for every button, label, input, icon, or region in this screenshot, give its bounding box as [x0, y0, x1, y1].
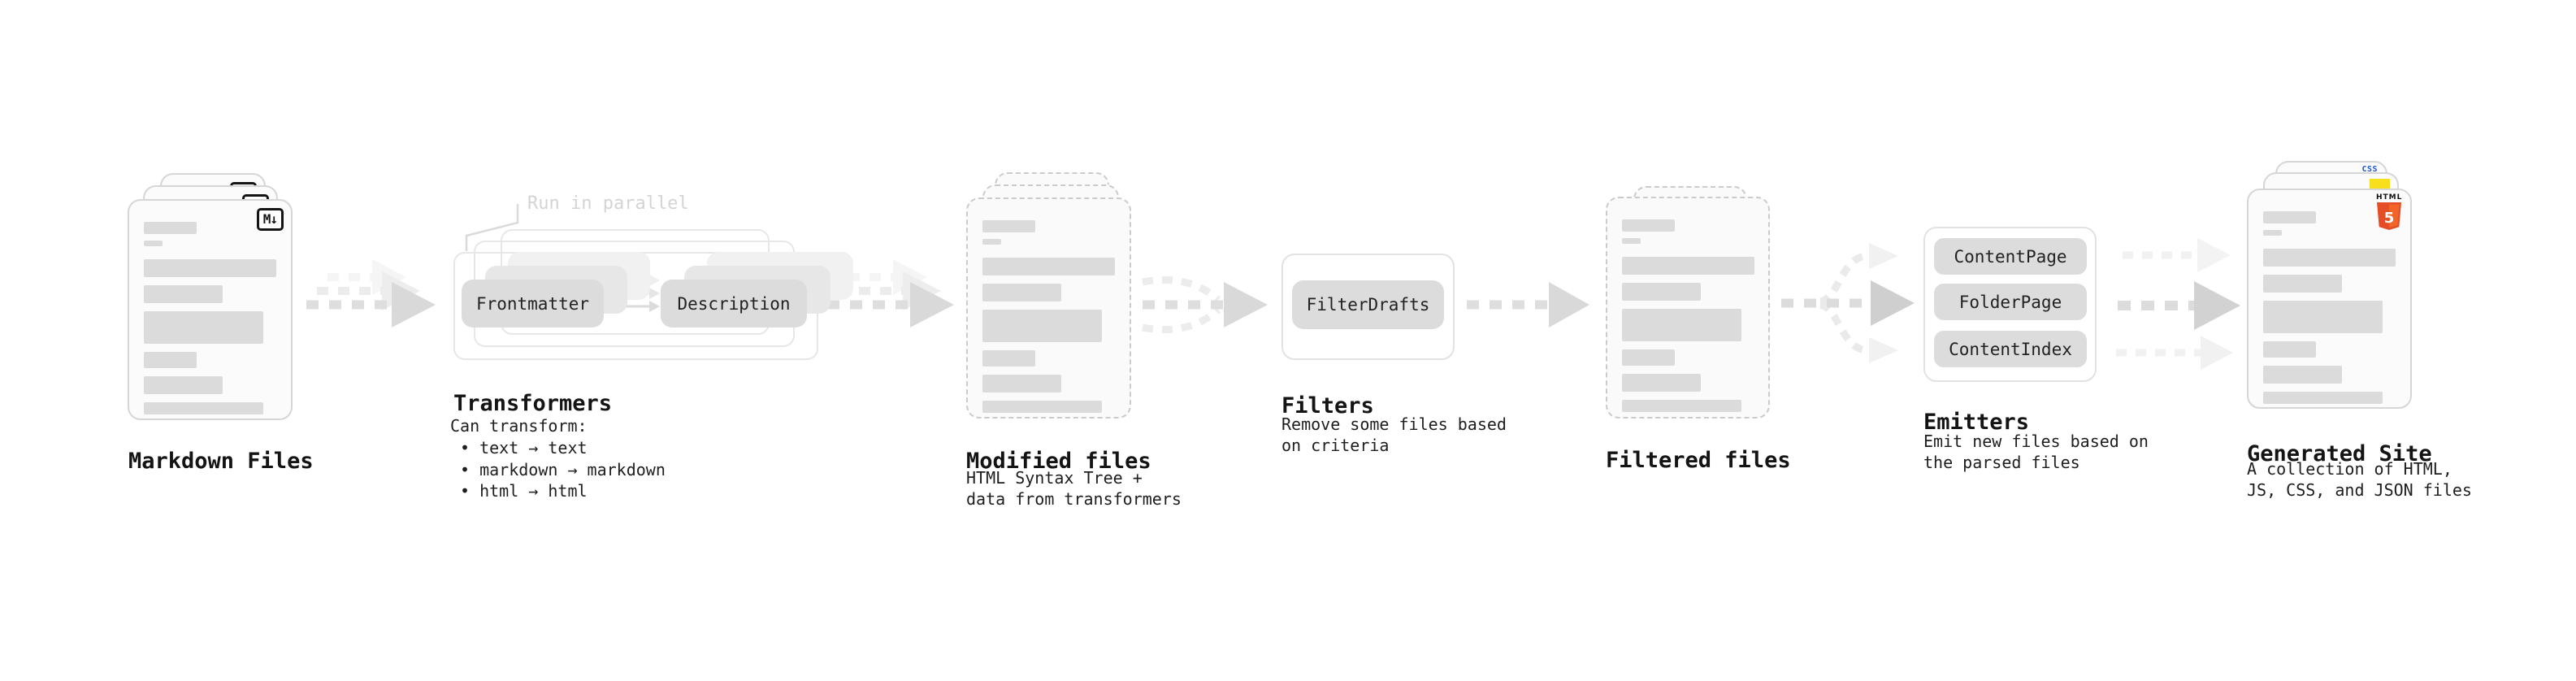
stage-desc-transformers: Can transform:	[450, 416, 588, 436]
filtered-file-front	[1606, 197, 1770, 419]
file-content-placeholder	[144, 222, 276, 414]
transform-capabilities-list: • text → text • markdown → markdown • ht…	[460, 437, 666, 502]
site-file-html: HTML 5	[2247, 189, 2412, 409]
stage-desc-filters: Remove some files based on criteria	[1281, 414, 1507, 455]
run-in-parallel-leader	[465, 204, 519, 251]
transformer-pill-frontmatter: Frontmatter	[462, 280, 604, 327]
file-content-placeholder	[2263, 211, 2396, 404]
stage-title-markdown-files: Markdown Files	[128, 449, 314, 475]
javascript-icon	[2370, 179, 2390, 189]
stage-title-emitters: Emitters	[1923, 410, 2030, 436]
filter-pill-filterdrafts: FilterDrafts	[1292, 280, 1444, 329]
list-item: • html → html	[460, 481, 588, 501]
arrow-filters-to-filtered	[1467, 282, 1589, 327]
list-item: • text → text	[460, 438, 588, 458]
stage-desc-emitters: Emit new files based on the parsed files	[1923, 432, 2149, 472]
arrow-modified-to-filters	[1142, 275, 1268, 334]
stage-title-transformers: Transformers	[453, 391, 613, 417]
list-item: • markdown → markdown	[460, 459, 666, 479]
html5-icon: HTML 5	[2376, 193, 2402, 230]
file-content-placeholder	[982, 220, 1115, 413]
html5-wordmark: HTML	[2376, 193, 2403, 202]
arrow-markdown-to-transformers	[306, 259, 436, 327]
html5-numeral: 5	[2384, 210, 2395, 227]
transformer-pill-description: Description	[661, 280, 807, 327]
emitter-pill-contentpage: ContentPage	[1934, 238, 2087, 275]
stage-title-filters: Filters	[1281, 393, 1374, 419]
stage-title-modified-files: Modified files	[966, 449, 1151, 475]
emitter-pill-contentindex: ContentIndex	[1934, 331, 2087, 367]
markdown-file-front: M↓	[128, 199, 293, 420]
modified-file-front	[966, 197, 1131, 419]
markdown-icon: M↓	[256, 208, 284, 231]
run-in-parallel-note: Run in parallel	[527, 193, 689, 214]
stage-desc-modified-files: HTML Syntax Tree + data from transformer…	[966, 468, 1182, 509]
stage-title-filtered-files: Filtered files	[1606, 448, 1791, 474]
stage-title-generated-site: Generated Site	[2247, 441, 2432, 467]
emitter-pill-folderpage: FolderPage	[1934, 284, 2087, 320]
stage-desc-generated-site: A collection of HTML, JS, CSS, and JSON …	[2247, 459, 2472, 500]
arrow-filtered-to-emitters	[1781, 243, 1915, 363]
arrow-emitters-to-site	[2116, 238, 2240, 370]
file-content-placeholder	[1622, 219, 1754, 412]
